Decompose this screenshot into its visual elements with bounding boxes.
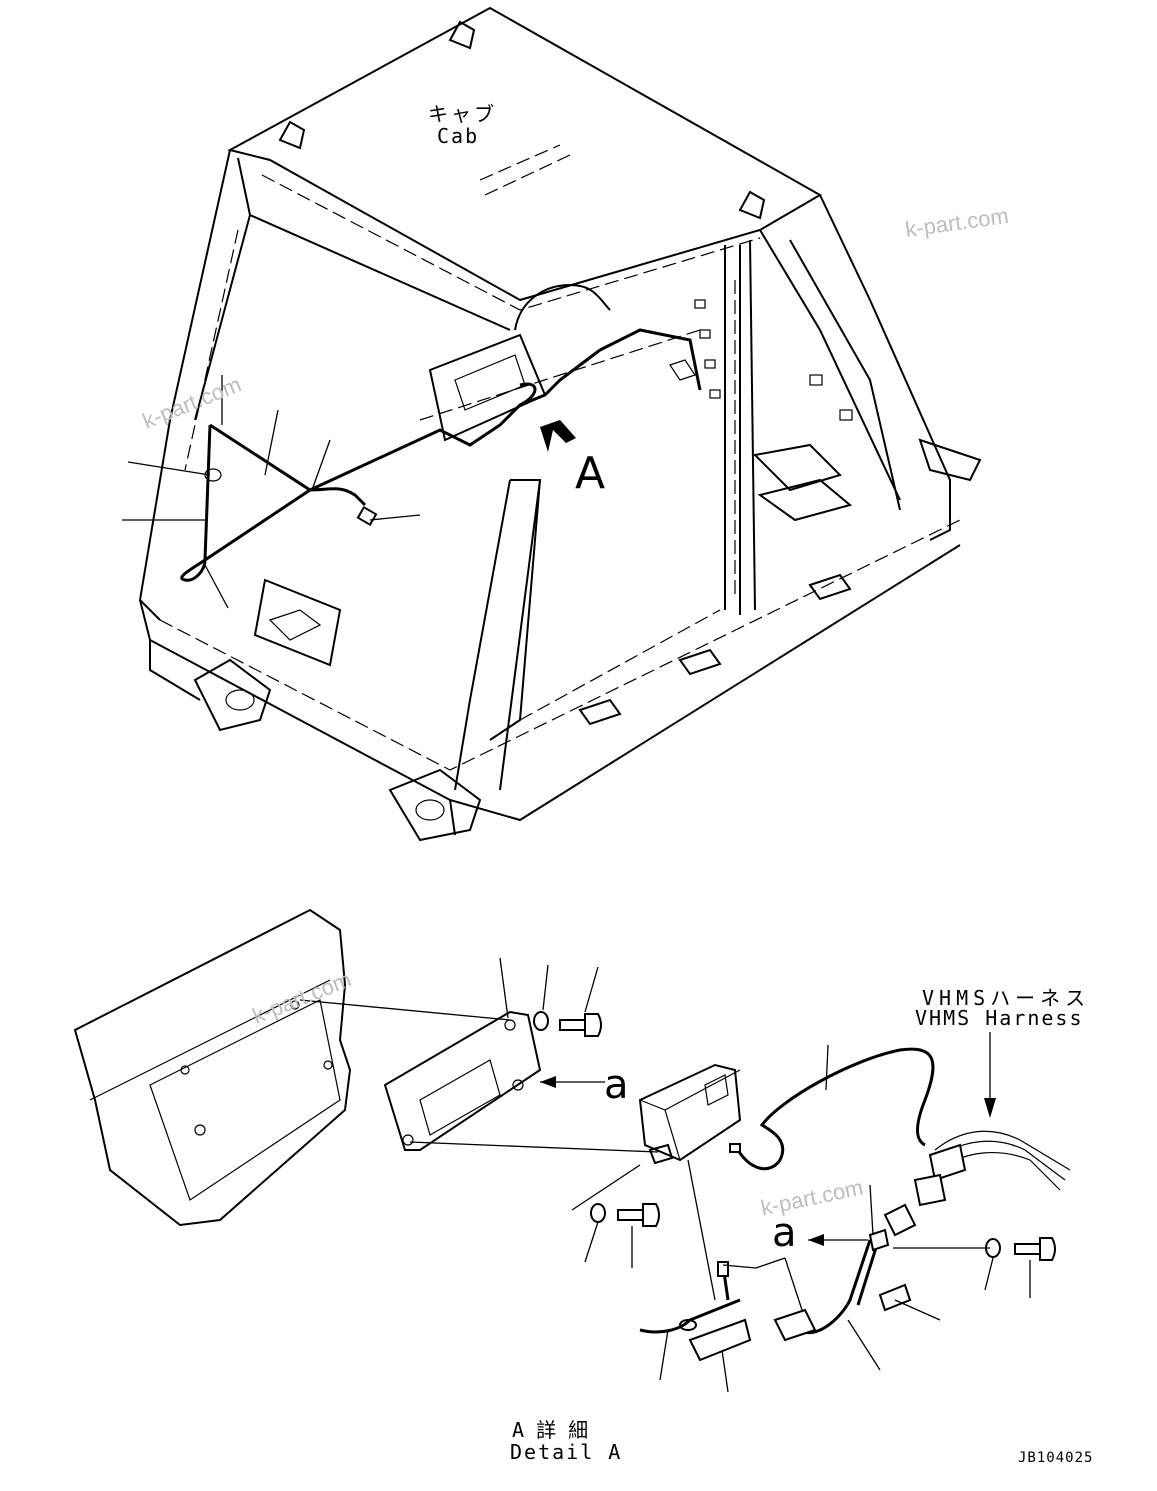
vhms-arrow (984, 1032, 996, 1118)
vhms-cable (729, 1047, 935, 1171)
vhms-connector (913, 1130, 1071, 1207)
ref-a-label-2: a (772, 1210, 797, 1256)
view-a-label: A (575, 448, 606, 499)
detail-leader-lines (299, 957, 1031, 1393)
controller-box (638, 1063, 742, 1165)
ref-a-label-1: a (604, 1062, 629, 1108)
ref-a-arrows (540, 1076, 824, 1246)
cab-label-jp: キャブ (428, 102, 497, 126)
detail-label-jp: A 詳 細 (512, 1418, 589, 1442)
cab-label-en: Cab (437, 124, 480, 148)
vhms-harness-label-jp: VHMSハーネス (922, 986, 1091, 1010)
antenna-pad (639, 1261, 752, 1362)
detail-bracket-wall (73, 908, 352, 1227)
drawing-number: JB104025 (1018, 1450, 1094, 1466)
cab-leader-lines (122, 375, 421, 609)
washer-bolt-left (590, 1203, 660, 1227)
vhms-harness-label-en: VHMS Harness (915, 1006, 1084, 1030)
bracket-clip (878, 1283, 912, 1312)
mounting-plate (383, 1010, 542, 1151)
detail-label-en: Detail A (510, 1440, 623, 1464)
cab-frame (138, 6, 982, 842)
view-a-arrow (540, 420, 576, 452)
ground-strap (773, 1203, 917, 1342)
cab-wiring-harness (180, 328, 702, 582)
washer-bolt-right (985, 1237, 1056, 1261)
washer-bolt-top (533, 1011, 602, 1037)
